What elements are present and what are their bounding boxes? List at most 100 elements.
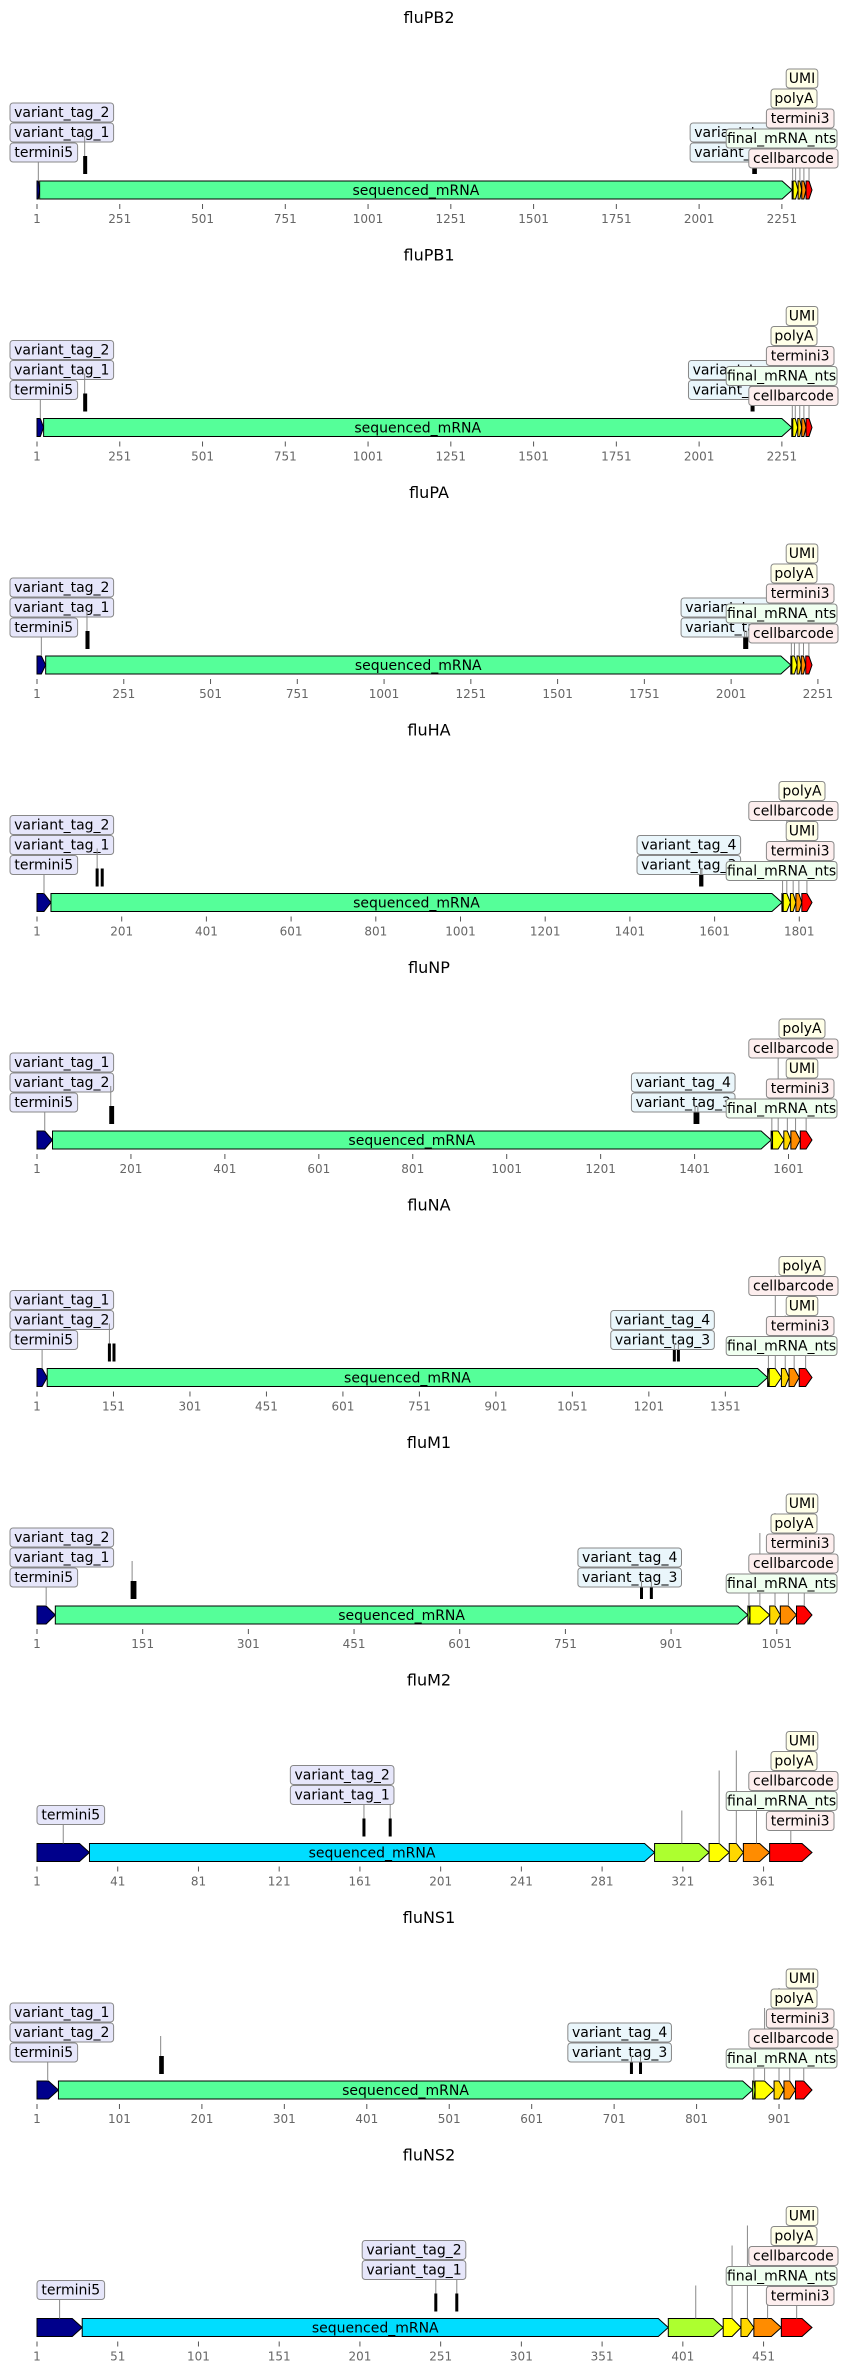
- mark-variant_tag_3: [693, 1106, 697, 1124]
- feature-termini5: [36, 655, 47, 675]
- label-text: termini3: [771, 111, 830, 127]
- label-box: [765, 1533, 835, 1554]
- label-box: [289, 1765, 395, 1785]
- label-box: [9, 122, 115, 143]
- label-polyA: polyA: [770, 88, 818, 109]
- feature-sequenced_mRNA: [45, 655, 792, 675]
- label-box: [9, 577, 115, 598]
- label-termini3: termini3: [765, 841, 835, 861]
- axis-tick-label: 81: [191, 1875, 206, 1889]
- label-box: [361, 2260, 467, 2280]
- axis-tick-label: 601: [280, 925, 303, 939]
- label-text: termini3: [771, 2289, 830, 2305]
- label-text: termini3: [771, 1536, 830, 1552]
- axis-tick-label: 1401: [615, 925, 646, 939]
- label-text: cellbarcode: [753, 626, 834, 642]
- label-box: [778, 1256, 826, 1276]
- axis-tick-label: 1: [33, 450, 41, 464]
- label-box: [770, 326, 818, 346]
- label-box: [577, 1567, 683, 1588]
- label-cellbarcode: cellbarcode: [748, 1276, 839, 1296]
- label-box: [9, 1290, 115, 1310]
- label-termini5: termini5: [9, 1092, 79, 1113]
- feature-cellbarcode: [801, 418, 807, 437]
- label-text: termini5: [14, 1333, 73, 1349]
- label-cellbarcode: cellbarcode: [748, 2028, 839, 2049]
- label-final_mRNA_nts: final_mRNA_nts: [725, 1791, 838, 1811]
- axis-tick-label: 1601: [699, 925, 730, 939]
- label-text: final_mRNA_nts: [727, 1794, 836, 1810]
- label-text: variant_tag_4: [582, 1550, 677, 1566]
- axis-tick-label: 1401: [679, 1162, 710, 1176]
- label-box: [289, 1785, 395, 1805]
- feature-termini5: [36, 1368, 48, 1387]
- label-cellbarcode: cellbarcode: [748, 386, 839, 406]
- label-termini5: termini5: [9, 2042, 79, 2063]
- axis-tick-label: 201: [348, 2350, 371, 2364]
- label-text: UMI: [789, 1496, 815, 1512]
- feature-termini3: [798, 1368, 813, 1387]
- axis-tick-label: 601: [520, 2112, 543, 2126]
- axis-tick-label: 1801: [784, 925, 815, 939]
- feature-UMI: [773, 2080, 785, 2100]
- feature-sequenced_mRNA: [54, 1605, 749, 1625]
- feature-polyA: [792, 180, 799, 200]
- mark-variant_tag_2: [388, 1818, 392, 1837]
- feature-polyA: [792, 418, 799, 437]
- feature-sequenced_mRNA: [81, 2318, 670, 2337]
- axis-tick-label: 601: [448, 1637, 471, 1651]
- feature-label-sequenced-mRNA: sequenced_mRNA: [353, 896, 480, 912]
- feature-termini5: [36, 1130, 54, 1150]
- axis-tick-label: 751: [274, 212, 297, 226]
- label-box: [725, 603, 838, 624]
- feature-polyA: [722, 2318, 742, 2337]
- label-box: [748, 801, 839, 821]
- axis-tick-label: 801: [685, 2112, 708, 2126]
- label-text: variant_tag_1: [14, 363, 109, 379]
- axis-tick-label: 51: [110, 2350, 125, 2364]
- label-text: final_mRNA_nts: [727, 606, 836, 622]
- label-box: [9, 1052, 115, 1073]
- label-UMI: UMI: [785, 1731, 819, 1751]
- axis-tick-label: 801: [401, 1162, 424, 1176]
- feature-label-sequenced-mRNA: sequenced_mRNA: [312, 2321, 439, 2337]
- axis-tick-label: 1001: [445, 925, 476, 939]
- map-title: fluPB1: [403, 246, 454, 265]
- label-text: variant_tag_2: [14, 818, 109, 834]
- axis-tick-label: 321: [671, 1875, 694, 1889]
- feature-termini5: [36, 1843, 91, 1862]
- label-termini3: termini3: [765, 1316, 835, 1336]
- label-polyA: polyA: [770, 2226, 818, 2246]
- label-box: [9, 617, 79, 638]
- label-text: polyA: [774, 1516, 814, 1532]
- label-text: variant_tag_4: [615, 1313, 710, 1329]
- mark-variant_tag_4: [639, 2056, 643, 2074]
- label-text: final_mRNA_nts: [727, 2051, 836, 2067]
- label-box: [770, 1513, 818, 1534]
- axis-tick-label: 1501: [518, 450, 549, 464]
- label-text: variant_tag_2: [14, 1530, 109, 1546]
- label-text: variant_tag_2: [294, 1768, 389, 1784]
- label-text: termini5: [14, 620, 73, 636]
- axis-tick-label: 1351: [710, 1400, 741, 1414]
- label-termini5: termini5: [9, 617, 79, 638]
- axis-tick-label: 751: [554, 1637, 577, 1651]
- label-box: [770, 88, 818, 109]
- label-polyA: polyA: [770, 563, 818, 584]
- label-variant_tag_1: variant_tag_1: [9, 597, 115, 618]
- mark-variant_tag_4: [676, 1343, 680, 1362]
- label-box: [765, 346, 835, 366]
- label-text: termini5: [14, 858, 73, 874]
- axis-tick-label: 301: [179, 1400, 202, 1414]
- label-box: [9, 380, 79, 400]
- label-text: cellbarcode: [753, 389, 834, 405]
- mark-variant_tag_1: [95, 868, 99, 887]
- axis-tick-label: 201: [190, 2112, 213, 2126]
- label-box: [785, 2206, 819, 2226]
- label-text: termini5: [14, 383, 73, 399]
- axis-tick-label: 251: [108, 212, 131, 226]
- feature-label-sequenced-mRNA: sequenced_mRNA: [355, 658, 482, 674]
- label-box: [577, 1547, 683, 1568]
- label-text: cellbarcode: [753, 1279, 834, 1295]
- feature-termini3: [780, 2318, 813, 2337]
